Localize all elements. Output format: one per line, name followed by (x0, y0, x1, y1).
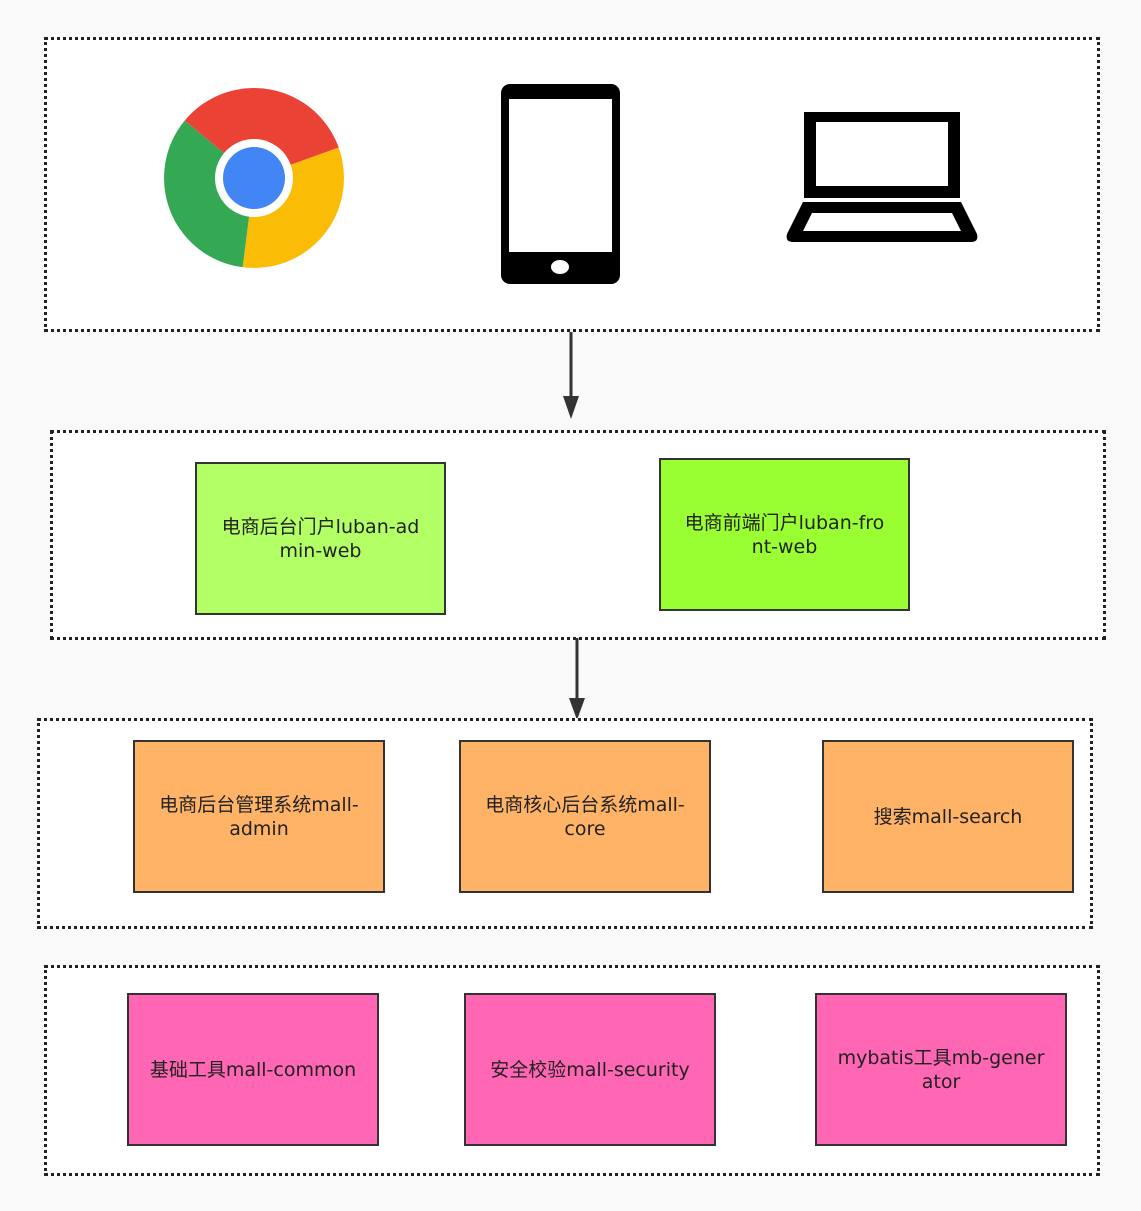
mall-common-box[interactable]: 基础工具mall-common (127, 993, 379, 1146)
chrome-browser-icon (164, 88, 344, 268)
arrow-web-to-services (569, 638, 585, 720)
laptop-icon (786, 112, 978, 242)
smartphone-icon (501, 84, 620, 284)
mall-common-label: 基础工具mall-common (149, 1058, 357, 1081)
mall-core-label: 电商核心后台系统mall-core (485, 793, 685, 840)
mall-security-label: 安全校验mall-security (490, 1058, 690, 1081)
front-web-label: 电商前端门户luban-front-web (684, 511, 885, 558)
mall-search-box[interactable]: 搜索mall-search (822, 740, 1074, 893)
mb-generator-label: mybatis工具mb-generator (837, 1046, 1045, 1093)
mb-generator-box[interactable]: mybatis工具mb-generator (815, 993, 1067, 1146)
admin-web-box[interactable]: 电商后台门户luban-admin-web (195, 462, 446, 615)
mall-admin-box[interactable]: 电商后台管理系统mall-admin (133, 740, 385, 893)
admin-web-label: 电商后台门户luban-admin-web (221, 515, 420, 562)
mall-search-label: 搜索mall-search (873, 805, 1023, 828)
mall-security-box[interactable]: 安全校验mall-security (464, 993, 716, 1146)
mall-admin-label: 电商后台管理系统mall-admin (159, 793, 359, 840)
mall-core-box[interactable]: 电商核心后台系统mall-core (459, 740, 711, 893)
arrow-clients-to-web (563, 332, 579, 419)
front-web-box[interactable]: 电商前端门户luban-front-web (659, 458, 910, 611)
